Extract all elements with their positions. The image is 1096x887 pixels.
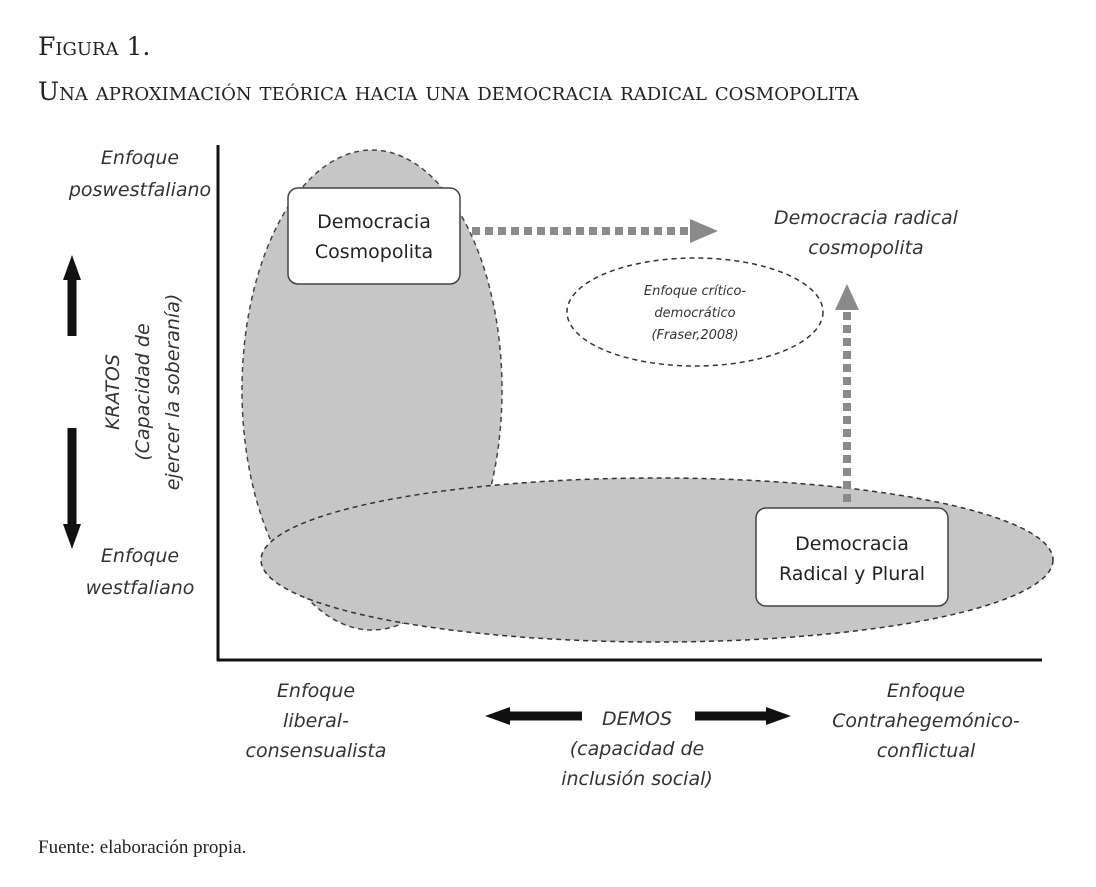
arrow-up-icon bbox=[63, 255, 81, 280]
box-democracia-cosmopolita bbox=[287, 187, 461, 285]
arrow-left-icon bbox=[485, 707, 510, 725]
y-bottom-label: westfaliano bbox=[86, 577, 195, 599]
x-left-label: liberal- bbox=[283, 710, 349, 732]
y-title-line: ejercer la soberanía) bbox=[162, 294, 184, 491]
figure-source: Fuente: elaboración propia. bbox=[38, 837, 246, 858]
box-line: Democracia bbox=[795, 533, 909, 555]
y-axis-title: KRATOS (Capacidad de ejercer la soberaní… bbox=[102, 294, 184, 491]
critical-label: Enfoque crítico- bbox=[644, 284, 747, 299]
y-top-label: poswestfaliano bbox=[68, 179, 211, 201]
y-title-line: KRATOS bbox=[102, 354, 124, 430]
x-title-line: (capacidad de bbox=[570, 738, 704, 760]
arrow-down-icon bbox=[63, 524, 81, 549]
target-label: cosmopolita bbox=[808, 237, 923, 259]
x-right-label: Contrahegemónico- bbox=[832, 710, 1020, 732]
box-line: Cosmopolita bbox=[315, 241, 433, 263]
x-left-label: Enfoque bbox=[277, 680, 355, 702]
box-line: Democracia bbox=[317, 211, 431, 233]
figure-number: Figura 1. bbox=[38, 32, 150, 61]
x-title-line: inclusión social) bbox=[561, 768, 713, 790]
x-right-label: Enfoque bbox=[887, 680, 965, 702]
x-right-label: conflictual bbox=[877, 740, 976, 762]
y-bottom-label: Enfoque bbox=[101, 545, 179, 567]
y-top-label: Enfoque bbox=[101, 147, 179, 169]
critical-label: democrático bbox=[654, 306, 735, 321]
box-democracia-radical-plural bbox=[755, 507, 949, 607]
box-line: Radical y Plural bbox=[779, 563, 925, 585]
figure-title: Una aproximación teórica hacia una democ… bbox=[38, 77, 860, 106]
arrowhead-right-icon bbox=[690, 219, 718, 243]
target-label: Democracia radical bbox=[774, 207, 959, 229]
x-left-label: consensualista bbox=[246, 740, 387, 762]
y-title-line: (Capacidad de bbox=[132, 323, 154, 460]
critical-approach-ellipse bbox=[566, 257, 824, 367]
arrowhead-up-icon bbox=[835, 284, 859, 310]
x-title-line: DEMOS bbox=[602, 708, 672, 730]
arrow-right-icon bbox=[766, 707, 791, 725]
critical-label: (Fraser,2008) bbox=[651, 328, 738, 343]
